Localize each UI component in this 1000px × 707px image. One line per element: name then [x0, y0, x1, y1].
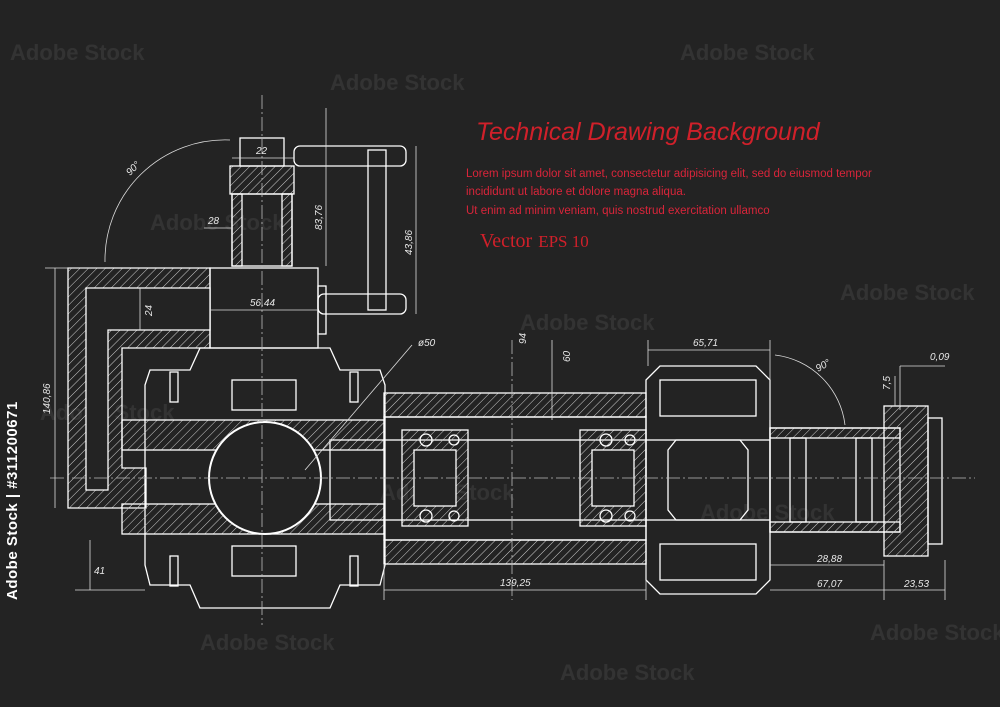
dim-label: 83,76 — [314, 205, 325, 230]
dim-label: 23,53 — [903, 579, 929, 590]
dim-label: 28 — [207, 216, 220, 227]
watermark-text: Adobe Stock — [10, 40, 145, 65]
dim-label: 24 — [144, 304, 155, 317]
watermark-text: Adobe Stock — [680, 40, 815, 65]
dim-label: 90° — [814, 358, 833, 375]
watermark-text: Adobe Stock — [200, 630, 335, 655]
dim-label: 7,5 — [882, 376, 893, 390]
dim-label: ø50 — [418, 338, 436, 349]
dim-label: 60 — [562, 350, 573, 362]
watermark-text: Adobe Stock — [560, 660, 695, 685]
vector-label: Vector EPS 10 — [480, 230, 589, 253]
watermark-text: Adobe Stock — [150, 210, 285, 235]
watermark-text: Adobe Stock — [330, 70, 465, 95]
dim-label: 56,44 — [250, 298, 275, 309]
mechanism-drawing — [67, 137, 943, 609]
watermark-text: Adobe Stock — [520, 310, 655, 335]
dim-label: 22 — [255, 146, 268, 157]
dim-label: 94 — [518, 332, 529, 344]
stock-id: Adobe Stock | #311200671 — [4, 401, 21, 600]
watermark-text: Adobe Stock — [700, 500, 835, 525]
eps-label: EPS 10 — [538, 232, 589, 251]
dim-label: 139,25 — [500, 578, 531, 589]
vector-text: Vector — [480, 230, 533, 252]
dim-label: 28,88 — [816, 554, 842, 565]
dim-label: 140,86 — [42, 383, 53, 414]
dimension-lines — [45, 108, 946, 600]
lorem-line: Ut enim ad minim veniam, quis nostrud ex… — [466, 205, 770, 217]
lorem-line: Lorem ipsum dolor sit amet, consectetur … — [466, 168, 872, 180]
dim-label: 0,09 — [930, 352, 950, 363]
dim-label: 41 — [94, 566, 105, 577]
dim-label: 65,71 — [693, 338, 718, 349]
dim-label: 43,86 — [404, 230, 415, 255]
watermark-text: Adobe Stock — [870, 620, 1000, 645]
center-lines — [50, 95, 975, 625]
dim-label: 67,07 — [817, 579, 842, 590]
watermark-text: Adobe Stock — [840, 280, 975, 305]
page-title: Technical Drawing Background — [476, 118, 820, 146]
lorem-line: incididunt ut labore et dolore magna ali… — [466, 186, 686, 198]
